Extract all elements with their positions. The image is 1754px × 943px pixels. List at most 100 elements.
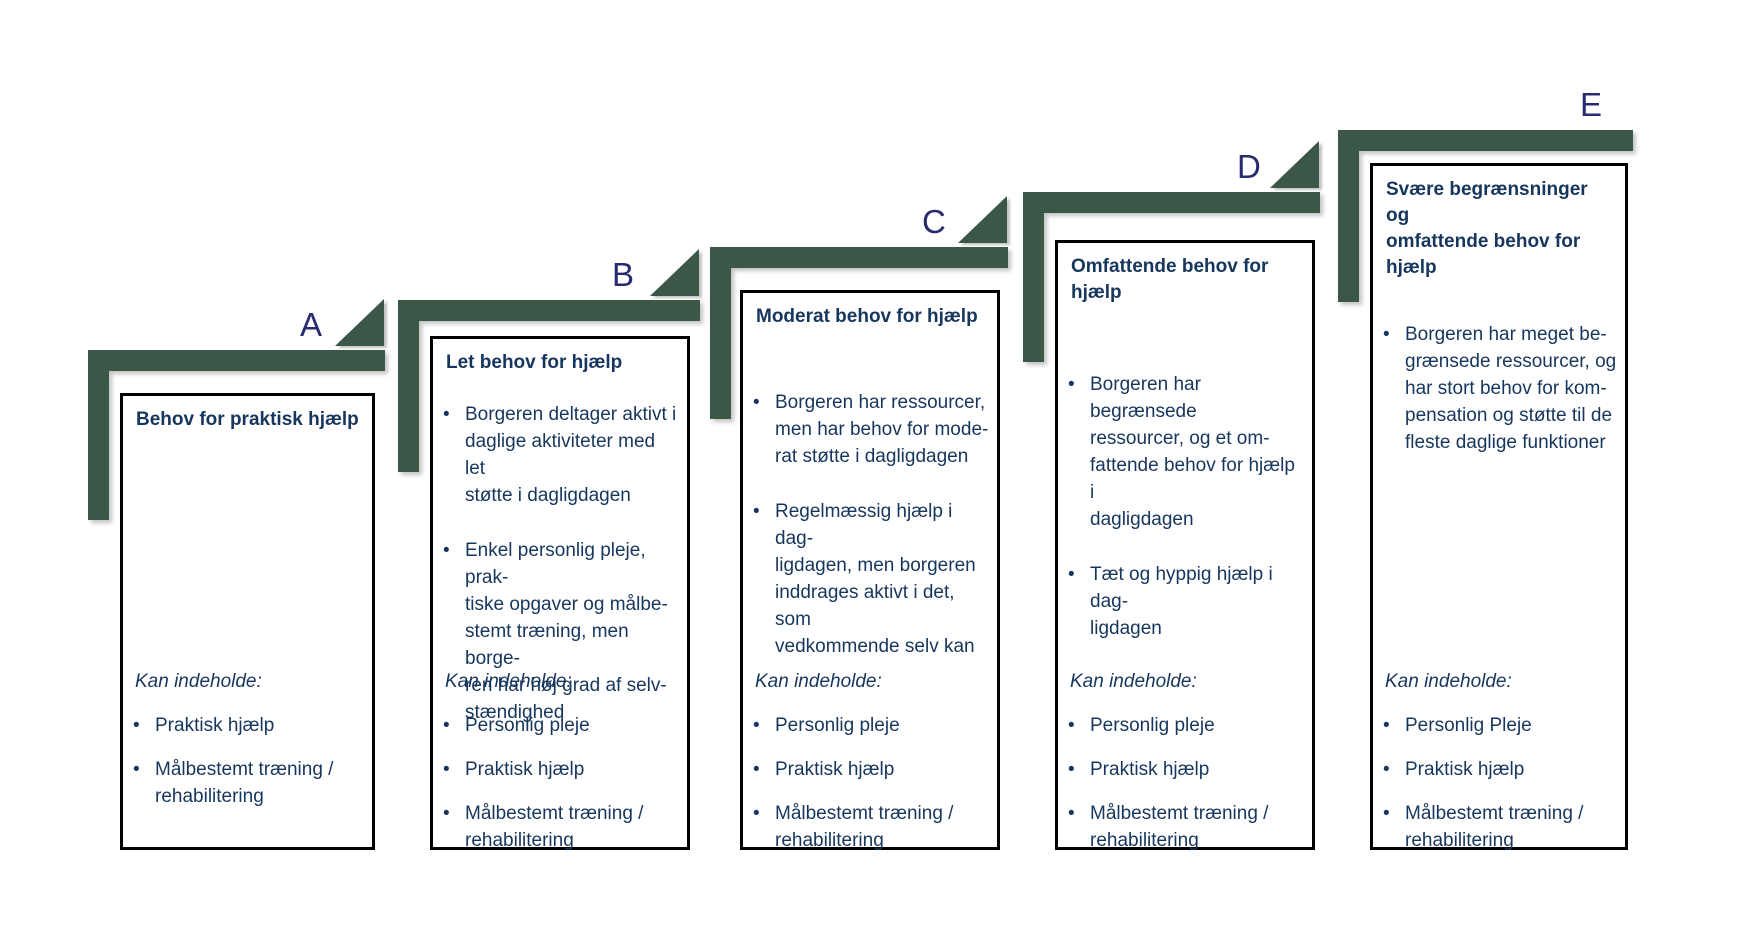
list-item-text: Praktisk hjælp [155, 715, 275, 736]
kan-item: • Praktisk hjælp [753, 756, 989, 783]
list-item-text: Personlig pleje [465, 715, 590, 736]
step-bar-l-shape [398, 300, 700, 472]
step-card: Svære begrænsninger og omfattende behov … [1370, 163, 1628, 851]
kan-indeholde-label: Kan indeholde: [755, 671, 882, 692]
step-letter: B [612, 256, 635, 293]
kan-indeholde-label: Kan indeholde: [1385, 671, 1512, 692]
list-item-text: Praktisk hjælp [1405, 759, 1525, 780]
step-letter: D [1237, 148, 1261, 185]
step-bar-l-shape [710, 247, 1008, 419]
step-card-title: Behov for praktisk hjælp [136, 409, 359, 430]
kan-item: • Praktisk hjælp [443, 756, 679, 783]
bullet-icon: • [753, 803, 760, 824]
bullet-icon: • [753, 759, 760, 780]
kan-item: • Målbestemt træning / rehabilitering [753, 800, 989, 854]
kan-indeholde-section: Kan indeholde: • Personlig pleje • Praktisk … [743, 668, 997, 871]
step-triangle-icon [335, 299, 384, 346]
description-bullet: • Borgeren deltager aktivt i daglige akti… [443, 401, 679, 509]
step-letter: A [300, 306, 323, 343]
list-item-text: Borgeren deltager aktivt i daglige aktiv… [465, 404, 677, 506]
bullet-icon: • [1068, 374, 1075, 395]
bullet-icon: • [1383, 759, 1390, 780]
bullet-icon: • [753, 501, 760, 522]
list-item-text: Personlig pleje [1090, 715, 1215, 736]
step-letter: E [1580, 86, 1603, 123]
bullet-icon: • [1383, 803, 1390, 824]
kan-indeholde-label: Kan indeholde: [135, 671, 262, 692]
list-item-text: Borgeren har ressourcer, men har behov f… [775, 392, 989, 467]
kan-indeholde-label: Kan indeholde: [445, 671, 572, 692]
bullet-icon: • [1068, 759, 1075, 780]
kan-item: • Målbestemt træning / rehabilitering [1383, 800, 1617, 854]
kan-item: • Praktisk hjælp [1068, 756, 1304, 783]
kan-item: • Personlig pleje [443, 712, 679, 739]
list-item-text: Målbestemt træning / rehabilitering [775, 803, 954, 851]
list-item-text: Praktisk hjælp [465, 759, 585, 780]
list-item-text: Praktisk hjælp [1090, 759, 1210, 780]
description-bullet: • Borgeren har meget be- grænsede ressour… [1383, 321, 1617, 456]
bullet-icon: • [1068, 715, 1075, 736]
description-bullet-list: • Borgeren har meget be- grænsede ressour… [1373, 321, 1625, 484]
bullet-icon: • [443, 404, 450, 425]
step-triangle-icon [1270, 141, 1319, 188]
step-bar-l-shape [1023, 192, 1320, 362]
step-card-title: Svære begrænsninger og omfattende behov … [1386, 179, 1588, 278]
bullet-icon: • [753, 392, 760, 413]
bullet-icon: • [443, 803, 450, 824]
kan-item: • Personlig Pleje [1383, 712, 1617, 739]
step-card: Let behov for hjælp • Borgeren deltager ak… [430, 336, 690, 851]
bullet-icon: • [443, 759, 450, 780]
description-bullet: • Regelmæssig hjælp i dag- ligdagen, men … [753, 498, 989, 660]
list-item-text: Regelmæssig hjælp i dag- ligdagen, men b… [775, 501, 976, 657]
bullet-icon: • [753, 715, 760, 736]
kan-indeholde-section: Kan indeholde: • Personlig Pleje • Praktisk … [1373, 668, 1625, 871]
kan-item: • Personlig pleje [1068, 712, 1304, 739]
step-triangle-icon [650, 249, 699, 296]
list-item-text: Praktisk hjælp [775, 759, 895, 780]
list-item-text: Tæt og hyppig hjælp i dag- ligdagen [1090, 564, 1273, 639]
bullet-icon: • [133, 759, 140, 780]
bullet-icon: • [443, 715, 450, 736]
list-item-text: Personlig Pleje [1405, 715, 1532, 736]
kan-item: • Praktisk hjælp [1383, 756, 1617, 783]
list-item-text: Borgeren har meget be- grænsede ressourc… [1405, 324, 1617, 453]
bullet-icon: • [1383, 324, 1390, 345]
kan-item: • Målbestemt træning / rehabilitering [1068, 800, 1304, 854]
list-item-text: Målbestemt træning / rehabilitering [465, 803, 644, 851]
kan-item: • Praktisk hjælp [133, 712, 364, 739]
description-bullet-list: • Borgeren deltager aktivt i daglige akti… [433, 401, 687, 754]
kan-indeholde-section: Kan indeholde: • Personlig pleje • Praktisk … [1058, 668, 1312, 871]
kan-indeholde-section: Kan indeholde: • Praktisk hjælp • Målbestemt… [123, 668, 372, 827]
description-bullet: • Borgeren har ressourcer, men har behov … [753, 389, 989, 470]
kan-item: • Målbestemt træning / rehabilitering [133, 756, 364, 810]
step-card: Omfattende behov for hjælp • Borgeren har … [1055, 240, 1315, 851]
bullet-icon: • [133, 715, 140, 736]
step-card-title: Let behov for hjælp [446, 352, 623, 373]
step-card-title: Moderat behov for hjælp [756, 306, 978, 327]
step-triangle-icon [958, 196, 1007, 243]
description-bullet: • Borgeren har begrænsede ressourcer, og … [1068, 371, 1304, 533]
list-item-text: Målbestemt træning / rehabilitering [155, 759, 334, 807]
description-bullet: •Tæt og hyppig hjælp i dag- ligdagen [1068, 561, 1304, 642]
list-item-text: Personlig pleje [775, 715, 900, 736]
step-bar-l-shape [88, 350, 385, 520]
kan-item: • Målbestemt træning / rehabilitering [443, 800, 679, 854]
kan-indeholde-label: Kan indeholde: [1070, 671, 1197, 692]
list-item-text: Enkel personlig pleje, prak- tiske opgav… [465, 540, 668, 723]
step-letter: C [922, 203, 946, 240]
step-card: Moderat behov for hjælp • Borgeren har res… [740, 290, 1000, 851]
step-bar-l-shape [1338, 130, 1633, 302]
bullet-icon: • [1068, 803, 1075, 824]
bullet-icon: • [1383, 715, 1390, 736]
list-item-text: Målbestemt træning / rehabilitering [1090, 803, 1269, 851]
description-bullet-list: • Borgeren har begrænsede ressourcer, og … [1058, 371, 1312, 670]
bullet-icon: • [443, 540, 450, 561]
step-card-title: Omfattende behov for hjælp [1071, 256, 1269, 303]
kan-item: • Personlig pleje [753, 712, 989, 739]
kan-indeholde-section: Kan indeholde: • Personlig pleje • Praktisk … [433, 668, 687, 871]
list-item-text: Borgeren har begrænsede ressourcer, og e… [1090, 374, 1295, 530]
list-item-text: Målbestemt træning / rehabilitering [1405, 803, 1584, 851]
description-bullet: • Enkel personlig pleje, prak- tiske opga… [443, 537, 679, 726]
